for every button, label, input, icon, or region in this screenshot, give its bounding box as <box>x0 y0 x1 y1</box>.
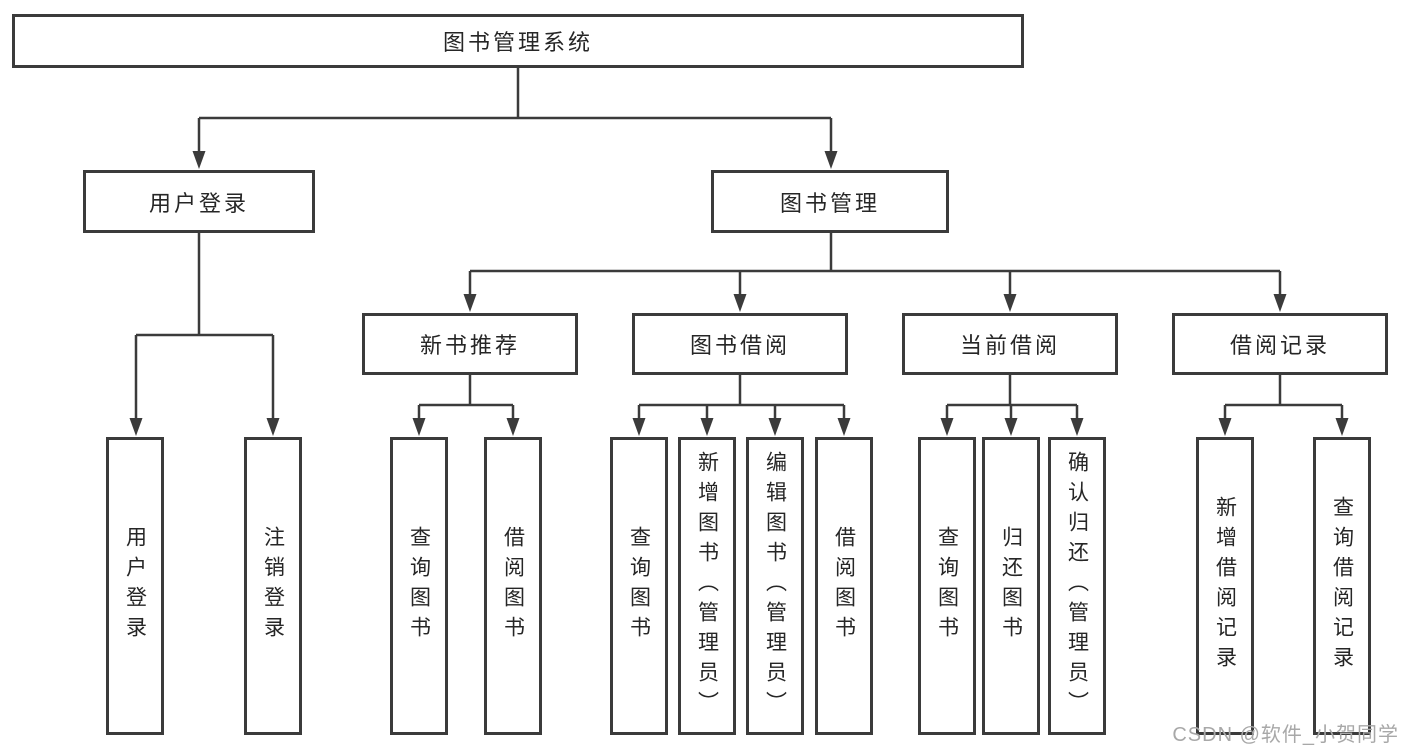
node-new-book-recommendation: 新书推荐 <box>362 313 578 375</box>
node-leaf-borrow-books: 借阅图书 <box>815 437 873 735</box>
node-borrowing-records: 借阅记录 <box>1172 313 1388 375</box>
arrowhead <box>266 418 280 436</box>
node-leaf-add-borrow-record: 新增借阅记录 <box>1196 437 1254 735</box>
arrowhead <box>632 418 646 436</box>
edge-borrow-record-to-leaves <box>1223 375 1344 421</box>
edge-book-borrow-to-leaves <box>637 375 846 421</box>
arrowhead <box>700 418 714 436</box>
arrowhead <box>824 151 838 169</box>
edge-user-login-to-leaves <box>134 233 275 421</box>
edge-root-to-level2 <box>197 68 833 154</box>
node-leaf-logout: 注销登录 <box>244 437 302 735</box>
node-leaf-query-books-recommend: 查询图书 <box>390 437 448 735</box>
arrowhead <box>506 418 520 436</box>
arrowhead <box>1003 294 1017 312</box>
edge-book-management-to-level3 <box>468 233 1282 297</box>
node-book-management: 图书管理 <box>711 170 949 233</box>
arrowhead <box>1273 294 1287 312</box>
arrowhead <box>733 294 747 312</box>
node-book-borrowing: 图书借阅 <box>632 313 848 375</box>
arrowhead <box>463 294 477 312</box>
arrowhead <box>940 418 954 436</box>
arrowhead <box>412 418 426 436</box>
arrowhead <box>129 418 143 436</box>
node-library-management-system: 图书管理系统 <box>12 14 1024 68</box>
arrowhead <box>1218 418 1232 436</box>
node-leaf-query-books-borrow: 查询图书 <box>610 437 668 735</box>
node-leaf-query-books-current: 查询图书 <box>918 437 976 735</box>
arrowhead <box>1335 418 1349 436</box>
node-user-login: 用户登录 <box>83 170 315 233</box>
arrowhead <box>768 418 782 436</box>
arrowhead <box>1070 418 1084 436</box>
node-leaf-borrow-books-recommend: 借阅图书 <box>484 437 542 735</box>
arrowhead <box>837 418 851 436</box>
edge-current-borrow-to-leaves <box>945 375 1079 421</box>
node-current-borrowing: 当前借阅 <box>902 313 1118 375</box>
node-leaf-query-borrow-record: 查询借阅记录 <box>1313 437 1371 735</box>
node-leaf-return-books: 归还图书 <box>982 437 1040 735</box>
node-leaf-edit-books-admin: 编辑图书（管理员） <box>746 437 804 735</box>
arrowhead <box>192 151 206 169</box>
node-leaf-confirm-return-admin: 确认归还（管理员） <box>1048 437 1106 735</box>
edge-new-book-recommend-to-leaves <box>417 375 515 421</box>
arrowhead <box>1004 418 1018 436</box>
node-leaf-add-books-admin: 新增图书（管理员） <box>678 437 736 735</box>
node-leaf-user-login: 用户登录 <box>106 437 164 735</box>
watermark: CSDN @软件_小贺同学 <box>1172 724 1399 746</box>
